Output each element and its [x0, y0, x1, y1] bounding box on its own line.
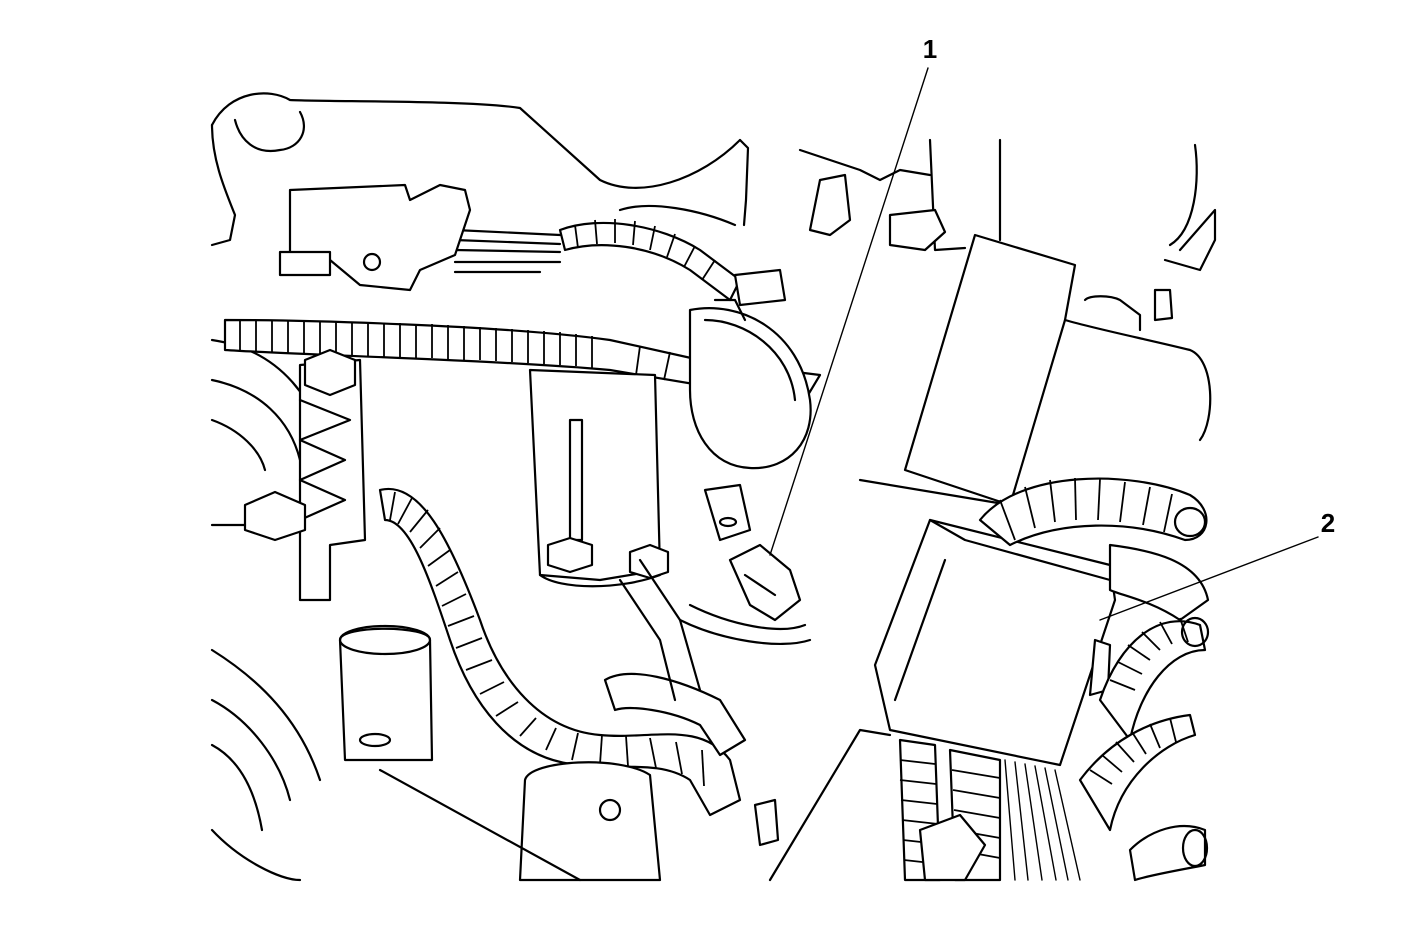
callout-leaders: [769, 67, 1319, 621]
bottom-pipe: [618, 558, 892, 882]
throttle-body: [688, 268, 812, 470]
sensor-bracket: [278, 183, 472, 292]
upper-right-bracket: [798, 138, 1217, 272]
right-harness: [978, 477, 1210, 882]
engine-cover: [210, 92, 750, 247]
callout-2-label: 2: [1321, 508, 1335, 538]
callout-1-label: 1: [923, 34, 937, 64]
callout-1-leader: [769, 67, 929, 556]
sensor-connector: [678, 483, 812, 646]
callout-2-leader: [1099, 536, 1319, 621]
left-bracket: [210, 348, 367, 602]
upper-loop-harness: [453, 219, 742, 302]
lower-harness: [378, 487, 747, 817]
lower-right-wires: [898, 738, 1081, 882]
control-module: [858, 478, 1117, 767]
relay-housing: [903, 233, 1212, 507]
center-bracket: [528, 368, 670, 588]
lower-mounts: [210, 624, 780, 882]
